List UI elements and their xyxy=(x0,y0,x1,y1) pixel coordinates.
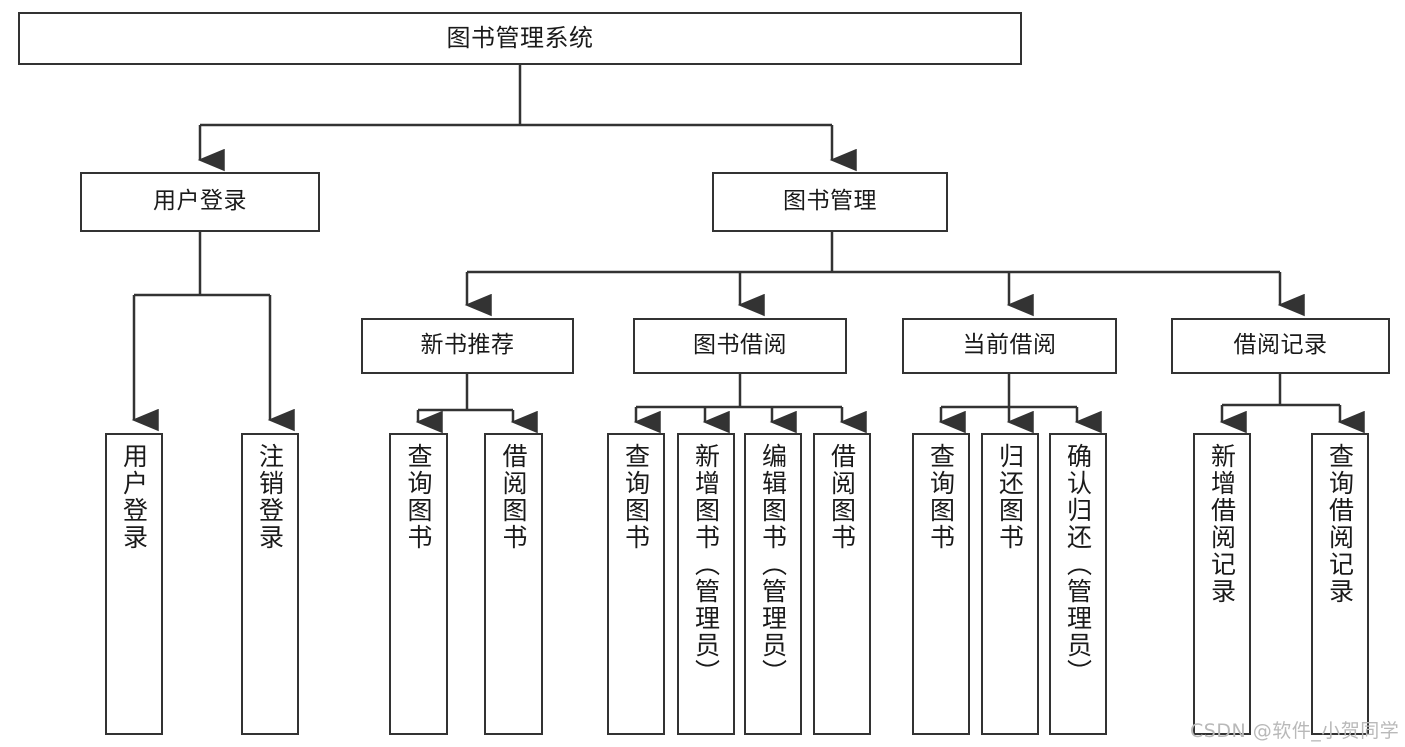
node-leaf-edit-book[interactable]: 编辑图书（管理员） xyxy=(744,433,802,735)
node-leaf-confirm-return-label: 确认归还（管理员） xyxy=(1063,443,1093,686)
node-book-borrow-label: 图书借阅 xyxy=(693,332,787,359)
node-user-login[interactable]: 用户登录 xyxy=(80,172,320,232)
node-leaf-return-book[interactable]: 归还图书 xyxy=(981,433,1039,735)
node-leaf-borrow-book-1-label: 借阅图书 xyxy=(499,443,528,551)
node-current-borrow[interactable]: 当前借阅 xyxy=(902,318,1117,374)
node-leaf-user-login-label: 用户登录 xyxy=(119,443,149,551)
node-leaf-add-book[interactable]: 新增图书（管理员） xyxy=(677,433,735,735)
node-leaf-user-login[interactable]: 用户登录 xyxy=(105,433,163,735)
csdn-watermark: CSDN @软件_小贺同学 xyxy=(1190,720,1400,742)
node-new-book-recommend[interactable]: 新书推荐 xyxy=(361,318,574,374)
node-borrow-record-label: 借阅记录 xyxy=(1233,332,1328,359)
node-new-book-recommend-label: 新书推荐 xyxy=(420,332,515,359)
node-leaf-return-book-label: 归还图书 xyxy=(995,443,1025,551)
node-leaf-query-book-2-label: 查询图书 xyxy=(621,443,651,551)
node-leaf-confirm-return[interactable]: 确认归还（管理员） xyxy=(1049,433,1107,735)
node-leaf-add-record[interactable]: 新增借阅记录 xyxy=(1193,433,1251,735)
node-leaf-borrow-book-2-label: 借阅图书 xyxy=(827,443,857,551)
node-leaf-query-book-2[interactable]: 查询图书 xyxy=(607,433,665,735)
node-root[interactable]: 图书管理系统 xyxy=(18,12,1022,65)
node-leaf-query-book-3[interactable]: 查询图书 xyxy=(912,433,970,735)
node-leaf-query-record[interactable]: 查询借阅记录 xyxy=(1311,433,1369,735)
node-borrow-record[interactable]: 借阅记录 xyxy=(1171,318,1390,374)
node-leaf-borrow-book-2[interactable]: 借阅图书 xyxy=(813,433,871,735)
node-leaf-logout-login-label: 注销登录 xyxy=(255,443,285,551)
node-user-login-label: 用户登录 xyxy=(153,188,247,215)
node-leaf-query-book-3-label: 查询图书 xyxy=(926,443,956,551)
node-leaf-logout-login[interactable]: 注销登录 xyxy=(241,433,299,735)
node-leaf-query-book-1-label: 查询图书 xyxy=(404,443,433,551)
node-leaf-add-record-label: 新增借阅记录 xyxy=(1207,443,1237,605)
node-leaf-query-record-label: 查询借阅记录 xyxy=(1325,443,1355,605)
node-leaf-edit-book-label: 编辑图书（管理员） xyxy=(758,443,788,686)
node-book-borrow[interactable]: 图书借阅 xyxy=(633,318,847,374)
node-book-manage-label: 图书管理 xyxy=(783,188,877,215)
node-leaf-query-book-1[interactable]: 查询图书 xyxy=(389,433,448,735)
node-leaf-borrow-book-1[interactable]: 借阅图书 xyxy=(484,433,543,735)
node-book-manage[interactable]: 图书管理 xyxy=(712,172,948,232)
node-leaf-add-book-label: 新增图书（管理员） xyxy=(691,443,721,686)
node-current-borrow-label: 当前借阅 xyxy=(962,332,1057,359)
node-root-label: 图书管理系统 xyxy=(446,24,594,53)
